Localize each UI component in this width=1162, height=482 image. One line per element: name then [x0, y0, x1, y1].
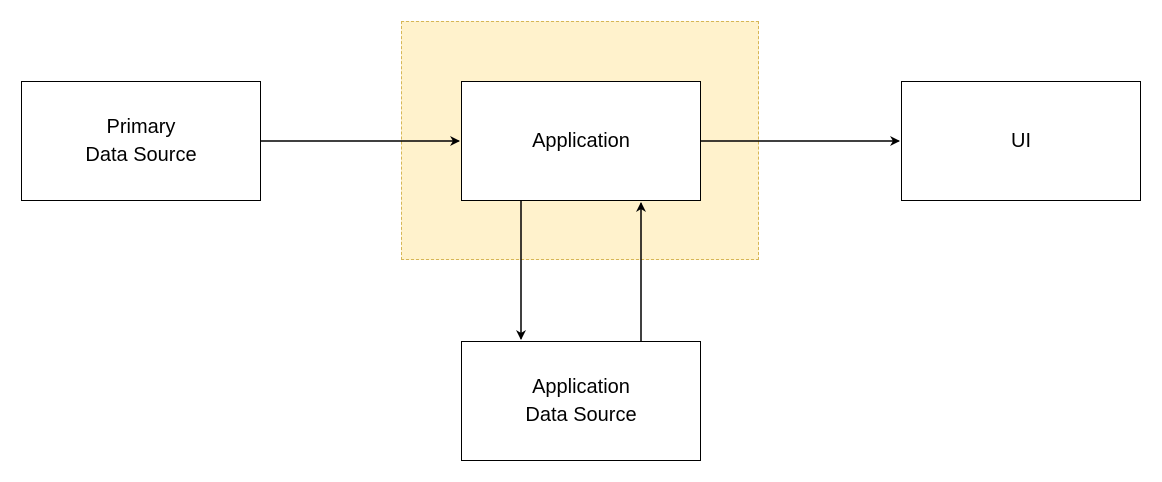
- app-data-label-line-1: Application: [532, 376, 630, 398]
- app-data-label-line-2: Data Source: [525, 404, 637, 426]
- primary-data-source-label: Primary Data Source: [85, 113, 196, 169]
- primary-data-source-node[interactable]: Primary Data Source: [21, 81, 261, 201]
- application-label-line-1: Application: [532, 130, 630, 152]
- ui-label: UI: [1011, 127, 1031, 155]
- ui-label-line-1: UI: [1011, 130, 1031, 152]
- ui-node[interactable]: UI: [901, 81, 1141, 201]
- application-label: Application: [532, 127, 630, 155]
- primary-label-line-1: Primary: [106, 116, 176, 138]
- primary-label-line-2: Data Source: [85, 144, 197, 166]
- application-data-source-node[interactable]: Application Data Source: [461, 341, 701, 461]
- application-data-source-label: Application Data Source: [525, 373, 636, 429]
- application-node[interactable]: Application: [461, 81, 701, 201]
